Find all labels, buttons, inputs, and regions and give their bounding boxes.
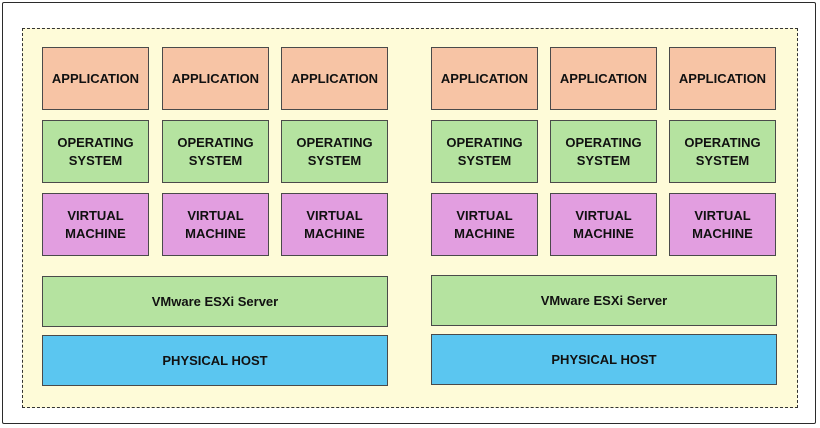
host2-vm2-application: APPLICATION [550,47,657,110]
host1-vm3-application: APPLICATION [281,47,388,110]
host1-esxi-server: VMware ESXi Server [42,276,388,327]
host2-vm3-application: APPLICATION [669,47,776,110]
host2-physical-host: PHYSICAL HOST [431,334,777,385]
host1-physical-host: PHYSICAL HOST [42,335,388,386]
cluster-boundary: APPLICATION APPLICATION APPLICATION OPER… [22,28,798,408]
host2-esxi-server: VMware ESXi Server [431,275,777,326]
host2-vm1-application: APPLICATION [431,47,538,110]
host1-vm2-application: APPLICATION [162,47,269,110]
diagram-frame: APPLICATION APPLICATION APPLICATION OPER… [2,2,816,424]
host1-vm1-application: APPLICATION [42,47,149,110]
